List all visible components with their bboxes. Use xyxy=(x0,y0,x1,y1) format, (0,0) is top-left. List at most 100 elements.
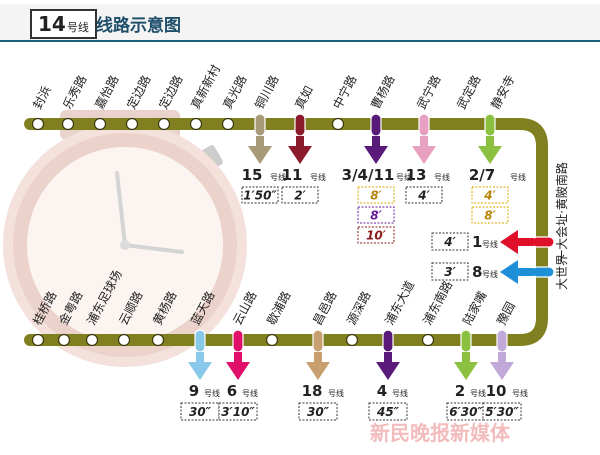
transfer-line-label: 18 xyxy=(302,382,323,400)
station-dot xyxy=(331,117,345,131)
arrow-shaft xyxy=(296,136,304,146)
transfer-time-box xyxy=(431,262,469,281)
transfer-time-box xyxy=(368,402,408,421)
transfer-time-box xyxy=(357,226,395,244)
top-station-label: 定边路 xyxy=(155,73,185,112)
station-dot xyxy=(125,117,139,131)
station-dot xyxy=(57,333,71,347)
station-dot xyxy=(189,117,203,131)
transfer-time-box xyxy=(218,402,258,421)
transfer-time: 10′ xyxy=(366,229,387,243)
transfer-line-suffix: 号线 xyxy=(510,172,526,182)
transfer-time-box xyxy=(281,186,319,204)
transfer-line-label: 13 xyxy=(406,166,427,184)
top-station-label: 乐秀路 xyxy=(59,73,89,112)
top-station-label: 定边路 xyxy=(123,73,153,112)
transfer-line-label: 4 xyxy=(377,382,387,400)
transfer-line-label: 2 xyxy=(455,382,465,400)
arrow-left-icon xyxy=(500,230,518,254)
transfer-capsule xyxy=(531,236,555,248)
transfer-line-suffix: 号线 xyxy=(470,388,486,398)
arrow-down-icon xyxy=(376,362,400,380)
arrow-shaft xyxy=(518,268,534,276)
station-dot xyxy=(345,333,359,347)
transfer-time-box xyxy=(471,206,509,224)
transfer-time: 8′ xyxy=(370,209,382,223)
page-title: 线路示意图 xyxy=(96,16,181,36)
station-dot xyxy=(421,333,435,347)
transfer-capsule xyxy=(531,266,555,278)
right-station-label: 一大会址·黄陂南路 xyxy=(554,162,569,262)
station-dot xyxy=(221,117,235,131)
transfer-capsule xyxy=(460,329,472,353)
transfer-time: 4′ xyxy=(443,235,456,249)
arrow-shaft xyxy=(462,352,470,362)
transfer-time: 4′ xyxy=(483,189,496,203)
transfer-time-box xyxy=(357,186,395,204)
top-station-label: 嘉怡路 xyxy=(91,73,121,112)
arrow-down-icon xyxy=(490,362,514,380)
line-14-track xyxy=(24,118,548,346)
transfer-time: 5′30″ xyxy=(485,405,519,419)
transfer-time-box xyxy=(431,232,469,251)
arrow-left-icon xyxy=(500,260,518,284)
top-station-label: 封浜 xyxy=(30,84,54,112)
transfer-line-15: 15 号线 1′50″ xyxy=(241,113,286,204)
transfer-line-label: 3/4/11 xyxy=(342,166,395,184)
bottom-station-label: 浦东大道 xyxy=(382,278,417,327)
arrow-down-icon xyxy=(188,362,212,380)
station-dot xyxy=(117,333,131,347)
transfer-line-suffix: 号线 xyxy=(482,239,498,249)
line-badge: 14 号线 xyxy=(30,9,97,39)
bottom-station-label: 浦东南路 xyxy=(419,278,455,327)
transfer-line-suffix: 号线 xyxy=(310,172,326,182)
bottom-station-label: 源深路 xyxy=(343,289,373,328)
transfer-time: 1′50″ xyxy=(243,189,277,203)
top-station-label: 曹杨路 xyxy=(367,73,397,112)
transfer-capsule xyxy=(194,329,206,353)
top-station-label: 真光路 xyxy=(219,73,249,112)
arrow-shaft xyxy=(314,352,322,362)
arrow-shaft xyxy=(234,352,242,362)
transfer-time: 4′ xyxy=(417,189,430,203)
arrow-down-icon xyxy=(306,362,330,380)
transfer-time: 3′10″ xyxy=(221,405,255,419)
station-dot xyxy=(31,117,45,131)
transfer-time: 8′ xyxy=(370,189,382,203)
transfer-line-suffix: 号线 xyxy=(242,388,258,398)
transfer-line-label: 15 xyxy=(242,166,263,184)
transfer-line-suffix: 号线 xyxy=(328,388,344,398)
transfer-time: 3′ xyxy=(444,265,456,279)
arrow-down-icon xyxy=(412,146,436,164)
transfer-capsule xyxy=(370,113,382,137)
transfer-time: 6′30″ xyxy=(449,405,483,419)
transfer-line-suffix: 号线 xyxy=(270,172,286,182)
arrow-shaft xyxy=(518,238,534,246)
station-dot xyxy=(85,333,99,347)
transfer-time: 2′ xyxy=(294,189,306,203)
station-dot xyxy=(157,117,171,131)
arrow-down-icon xyxy=(478,146,502,164)
transfer-capsule xyxy=(418,113,430,137)
line-suffix: 号线 xyxy=(66,21,89,34)
line-number: 14 xyxy=(38,12,66,36)
arrow-down-icon xyxy=(288,146,312,164)
arrow-shaft xyxy=(420,136,428,146)
station-dot xyxy=(151,333,165,347)
transfer-line-suffix: 号线 xyxy=(512,388,528,398)
transfer-line-label: 9 xyxy=(189,382,199,400)
transfer-time-box xyxy=(482,402,522,421)
transfer-time: 8′ xyxy=(484,209,496,223)
transfer-line-suffix: 号线 xyxy=(396,172,412,182)
transfer-capsule xyxy=(496,329,508,353)
transfer-line-label: 1 xyxy=(472,233,482,251)
header: 14 号线 线路示意图 xyxy=(0,0,600,44)
